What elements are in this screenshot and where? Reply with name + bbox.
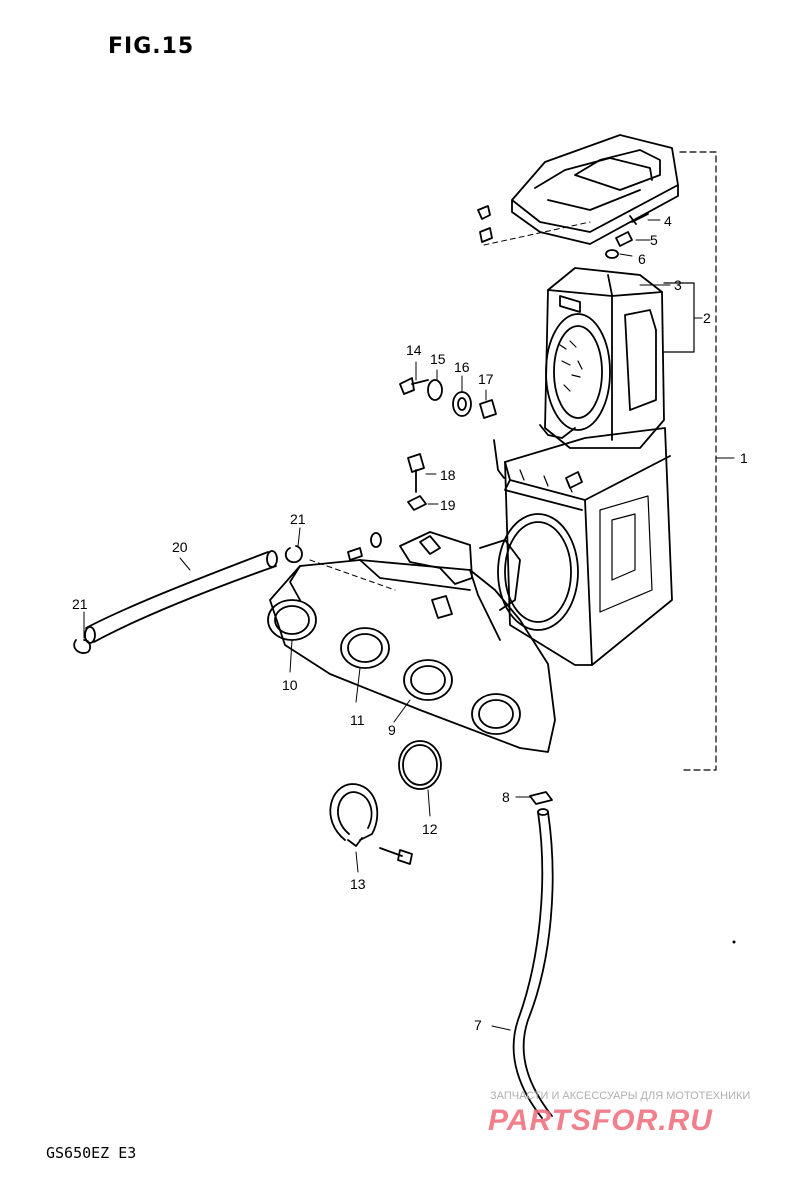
callout-6: 6 bbox=[638, 251, 646, 267]
collar-17 bbox=[479, 399, 497, 419]
washer-6 bbox=[605, 249, 619, 259]
callout-9: 9 bbox=[388, 722, 396, 738]
cap-screw bbox=[477, 205, 493, 243]
bolt-4 bbox=[629, 213, 649, 225]
leader-lines bbox=[83, 219, 735, 1031]
clamp-13 bbox=[329, 783, 379, 847]
hose-clamp-21-left bbox=[73, 639, 91, 654]
nut-19 bbox=[407, 495, 427, 511]
air-filter-element bbox=[539, 267, 665, 449]
grommet-16 bbox=[452, 391, 472, 417]
callout-8: 8 bbox=[502, 789, 510, 805]
bolt-18 bbox=[407, 453, 425, 493]
figure-title: FIG.15 bbox=[108, 34, 195, 59]
callout-1: 1 bbox=[740, 450, 748, 466]
callout-20: 20 bbox=[172, 539, 188, 555]
callout-7: 7 bbox=[474, 1017, 482, 1033]
hose-clamp-21-right bbox=[284, 545, 303, 564]
callout-3: 3 bbox=[674, 277, 682, 293]
callout-16: 16 bbox=[454, 359, 470, 375]
breather-hose-20 bbox=[84, 550, 278, 644]
clamp-12 bbox=[398, 740, 442, 790]
callout-labels: 1 2 3 4 5 6 7 8 9 10 11 12 13 14 15 16 1… bbox=[72, 213, 748, 1033]
assembly-line bbox=[483, 221, 591, 246]
clamp-screw bbox=[379, 847, 413, 865]
washer-15 bbox=[427, 379, 443, 401]
bracket-screw bbox=[347, 547, 363, 561]
drain-hose-7 bbox=[512, 808, 554, 1119]
air-cleaner-case bbox=[493, 427, 673, 666]
watermark-logo: PARTSFOR.RU bbox=[488, 1104, 713, 1137]
model-code: GS650EZ E3 bbox=[46, 1144, 137, 1162]
intake-pipe-4th bbox=[471, 693, 521, 735]
callout-12: 12 bbox=[422, 821, 438, 837]
nut-5 bbox=[615, 231, 633, 247]
speck bbox=[732, 940, 736, 944]
group-bracket-1 bbox=[679, 151, 717, 771]
callout-2: 2 bbox=[703, 310, 711, 326]
callout-10: 10 bbox=[282, 677, 298, 693]
group-bracket-2 bbox=[663, 282, 695, 353]
callout-11: 11 bbox=[350, 712, 365, 728]
watermark-tagline: ЗАПЧАСТИ И АКСЕССУАРЫ ДЛЯ МОТОТЕХНИКИ bbox=[490, 1090, 751, 1102]
assembly-line bbox=[309, 559, 396, 591]
callout-19: 19 bbox=[440, 497, 456, 513]
intake-pipe-10 bbox=[267, 599, 317, 641]
callout-4: 4 bbox=[664, 213, 672, 229]
bolt-14 bbox=[399, 377, 429, 395]
callout-14: 14 bbox=[406, 342, 422, 358]
callout-17: 17 bbox=[478, 371, 494, 387]
callout-15: 15 bbox=[430, 351, 446, 367]
intake-manifold bbox=[269, 539, 556, 753]
clip-8 bbox=[529, 791, 553, 805]
callout-21-right: 21 bbox=[290, 511, 306, 527]
air-cleaner-cap bbox=[511, 134, 679, 245]
intake-pipe-11 bbox=[340, 627, 390, 669]
bracket-washer bbox=[370, 532, 382, 548]
callout-5: 5 bbox=[650, 232, 658, 248]
mounting-bracket bbox=[399, 531, 473, 585]
intake-pipe-9 bbox=[403, 659, 453, 701]
callout-21-left: 21 bbox=[72, 596, 88, 612]
callout-13: 13 bbox=[350, 876, 366, 892]
callout-18: 18 bbox=[440, 467, 456, 483]
